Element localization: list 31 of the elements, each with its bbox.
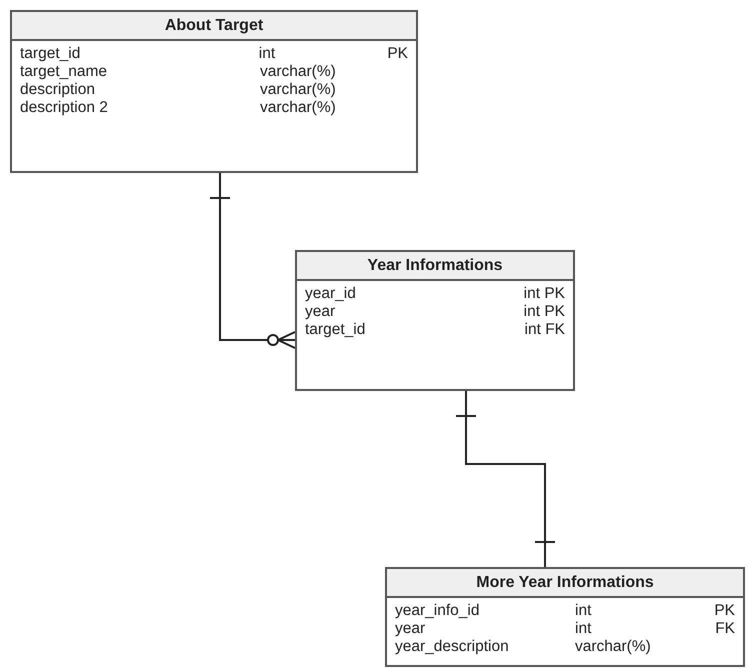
column-name: target_id [305,321,366,339]
entity-table [10,10,418,173]
relationship-line [209,173,296,349]
column-type: varchar(%) [260,99,337,117]
column-type: int FK [524,321,565,339]
table-title: About Target [12,12,416,41]
column-type: int [575,620,592,638]
column-type: int PK [522,303,565,321]
column-type: varchar(%) [575,638,652,656]
entity-table [295,250,575,391]
column-name: year_info_id [395,602,480,620]
column-type: int [575,602,592,620]
table-title: Year Informations [297,252,573,281]
column-type: PK [386,45,408,63]
relationship-line [455,391,556,567]
table-title: More Year Informations [387,569,743,598]
column-type: FK [714,620,735,638]
column-name: target_name [20,63,108,81]
column-name: year_id [305,285,357,303]
column-name: year [305,303,336,321]
entity-table [385,567,745,667]
column-name: description [20,81,96,99]
column-type: PK [713,602,735,620]
column-name: description 2 [20,99,109,117]
column-type: varchar(%) [260,63,337,81]
column-type: varchar(%) [260,81,337,99]
column-name: target_id [20,45,82,63]
column-name: year [395,620,426,638]
column-type: int [258,45,276,63]
column-type: int PK [522,285,565,303]
column-name: year_description [395,638,510,656]
